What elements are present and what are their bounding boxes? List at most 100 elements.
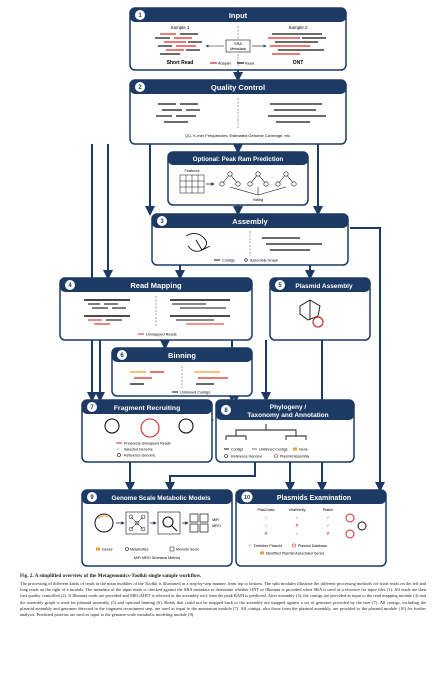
detection-grid-icon: ✓✓✓ ✓✗✓ ✗✓✗	[264, 515, 330, 536]
module-plasmid-assembly: 5 Plasmid Assembly	[269, 277, 371, 341]
module-title: Optional: Peak Ram Prediction	[193, 156, 284, 163]
decision-trees-icon	[219, 171, 297, 196]
selected-genome-legend: Selected Genome	[124, 448, 153, 452]
tool-plasclass: PlasClass	[258, 508, 275, 512]
qc-ont-reads-icon	[268, 103, 326, 123]
module-number: 9	[90, 495, 94, 501]
svg-text:✗: ✗	[326, 531, 330, 536]
phylo-plasmid-swatch	[274, 454, 278, 458]
features-table-icon	[179, 174, 205, 194]
identified-genes-legend: Identified Plasmid Associated Genes	[266, 552, 325, 556]
ont-reads-icon	[268, 33, 326, 55]
memote-legend: Memote Score	[176, 548, 199, 552]
short-reads-icon	[155, 33, 202, 55]
module-number-badge	[221, 405, 231, 415]
module-phylogeny: 8 Phylogeny / Taxonomy and Annotation Co…	[215, 399, 355, 463]
adapter-legend: Adapter	[218, 62, 232, 66]
module-number: 1	[138, 13, 142, 19]
unmapped-reads-legend: Unmapped Reads	[146, 333, 177, 337]
module-input: 1 Input Sample 1 Sample 2 SRA Metadata S…	[129, 7, 347, 71]
phylo-ref-swatch	[224, 454, 228, 458]
arrow-phylo-gsmm	[165, 462, 256, 492]
module-number-badge	[275, 280, 285, 290]
module-title: Plasmids Examination	[277, 495, 351, 502]
prev-unmapped-legend: Previously Unmapped Reads	[124, 442, 171, 446]
assembly-graph-left-icon	[185, 233, 211, 252]
metabolites-legend-swatch	[125, 547, 129, 551]
module-title-line2: Taxonomy and Annotation	[247, 412, 328, 419]
tool-platon: Platon	[323, 508, 334, 512]
metabolic-network-icon	[125, 511, 149, 535]
module-number-badge	[135, 10, 145, 20]
plasmid-circle-icon	[312, 316, 324, 328]
module-title: Binning	[168, 351, 196, 360]
short-bins-icon	[130, 371, 164, 385]
phylo-gene-legend: Gene	[299, 448, 308, 452]
detected-plasmid-check: ✓	[248, 543, 252, 548]
module-title: Genome Scale Metabolic Models	[111, 495, 211, 502]
module-number: 4	[68, 283, 72, 289]
reference-genome-swatch	[117, 453, 121, 457]
phylo-plasmid-legend: Plasmid Assembly	[280, 455, 309, 459]
plasmid-rings-icon	[345, 513, 367, 539]
module-number: 10	[244, 495, 250, 501]
graph-legend: Assembly Graph	[250, 259, 278, 263]
module-number-badge	[117, 350, 127, 360]
graph-legend-swatch	[244, 258, 248, 262]
magnifier-icon	[157, 511, 181, 535]
caption-body: The processing of different kinds of rea…	[20, 580, 426, 618]
module-peak-ram-prediction: Optional: Peak Ram Prediction Features V…	[167, 151, 309, 206]
module-number-badge	[157, 216, 167, 226]
plasmid-graph-icon	[299, 299, 321, 321]
mapped-short-reads-icon	[84, 299, 130, 325]
gsmm-genome-circle-icon	[94, 513, 114, 533]
assembly-contigs-right-icon	[262, 237, 322, 251]
sra-label: SRA	[234, 42, 242, 46]
genes-legend-swatch	[96, 547, 100, 551]
module-plasmids-examination: 10 Plasmids Examination PlasClass ViralV…	[235, 489, 387, 567]
short-read-label: Short Read	[167, 60, 194, 66]
phylo-contigs-legend: Contigs	[231, 448, 243, 452]
voting-label: Voting	[253, 198, 264, 202]
module-number-badge	[87, 492, 97, 502]
reference-genome-legend: Reference Genome	[124, 454, 155, 458]
phylo-unbinned-legend: Unbinned Contigs	[259, 448, 288, 452]
svg-text:✓: ✓	[295, 515, 299, 520]
plasmid-database-legend: Plasmid Database	[298, 544, 327, 548]
sample2-label: Sample 2	[288, 25, 308, 30]
memote-legend-swatch	[169, 546, 175, 552]
genome-circles-icon	[104, 418, 194, 438]
selected-genome-check: ✓	[116, 447, 120, 452]
arrow-assembly-right-rail	[350, 227, 385, 492]
module-number: 5	[278, 283, 282, 289]
module-number-badge	[65, 280, 75, 290]
phylo-ref-legend: Reference Genome	[231, 455, 262, 459]
module-read-mapping: 4 Read Mapping Unmapped Reads	[59, 277, 253, 341]
module-number: 3	[160, 219, 164, 225]
module-number: 2	[138, 85, 142, 91]
svg-text:✓: ✓	[326, 515, 330, 520]
figure-caption: Fig. 2. A simplified overview of the Met…	[20, 573, 426, 619]
module-title: Plasmid Assembly	[295, 283, 353, 290]
module-number-badge	[87, 402, 97, 412]
models-icon	[189, 513, 209, 533]
detected-plasmid-legend: Detected Plasmid	[254, 544, 282, 548]
svg-text:✓: ✓	[264, 515, 268, 520]
phylo-tree-icon	[225, 424, 307, 440]
module-title-line1: Phylogeny /	[270, 404, 307, 411]
module-number: 8	[224, 408, 228, 414]
read-legend: Read	[245, 62, 254, 66]
module-fragment-recruiting: 7 Fragment Recruiting Previously Unmappe…	[81, 399, 213, 463]
module-number: 7	[90, 405, 94, 411]
module-number-badge	[241, 491, 253, 503]
module-title: Assembly	[232, 217, 268, 226]
metrics-label: MiFi MRO Smetana Metrics	[134, 556, 181, 560]
module-assembly: 3 Assembly Contigs Assembly Graph	[151, 213, 349, 266]
genes-legend: Genes	[102, 548, 113, 552]
metabolites-legend: Metabolites	[130, 548, 149, 552]
genes-swatch	[260, 551, 264, 555]
module-title: Read Mapping	[130, 281, 182, 290]
qc-metrics-text: QC, K-mer Frequencies, Estimated Genome …	[185, 133, 291, 138]
ont-label: ONT	[293, 60, 304, 66]
module-genome-scale-metabolic-models: 9 Genome Scale Metabolic Models MiFi MRO…	[81, 489, 233, 567]
